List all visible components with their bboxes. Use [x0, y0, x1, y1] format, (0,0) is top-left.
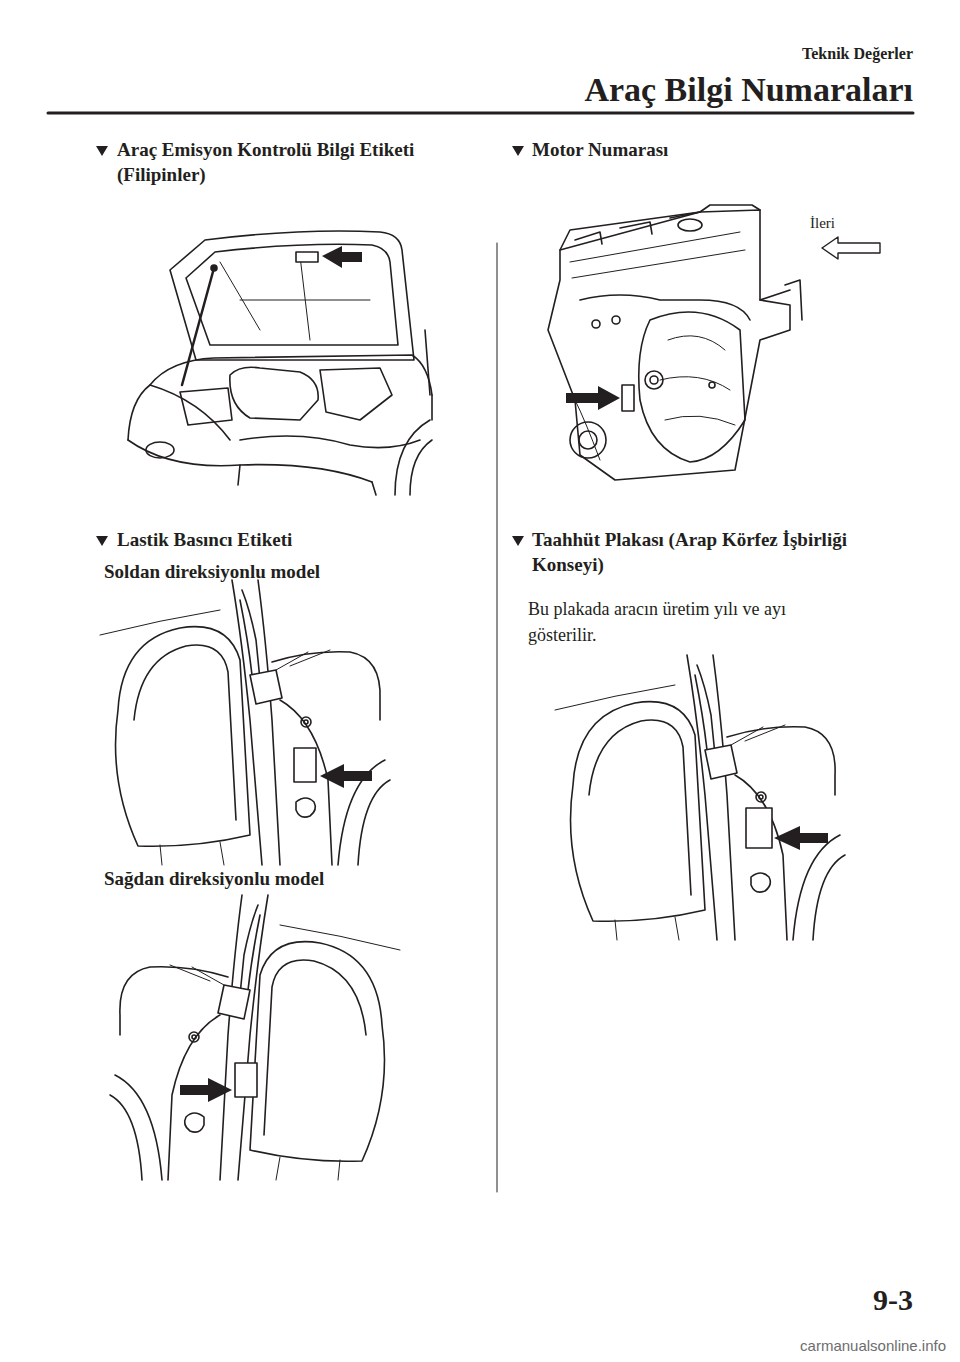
- section-header: Teknik Değerler: [802, 44, 913, 65]
- hood-illustration: [128, 231, 432, 495]
- engine-illustration: [548, 205, 802, 480]
- heading-bullets: [96, 146, 524, 546]
- watermark: carmanualsonline.info: [800, 1336, 946, 1356]
- item-heading: Araç Emisyon Kontrolü Bilgi Etiketi (Fil…: [117, 138, 487, 187]
- page-title: Araç Bilgi Numaraları: [584, 68, 913, 112]
- door-pillar-illustration: [100, 580, 390, 865]
- body-text: Bu plakada aracın üretim yılı ve ayı gös…: [528, 596, 858, 648]
- item-heading: Taahhüt Plakası (Arap Körfez İşbirliği K…: [532, 528, 877, 577]
- door-pillar-illustration: [555, 655, 845, 940]
- page-number: 9-3: [873, 1280, 913, 1319]
- door-pillar-illustration: [110, 895, 400, 1180]
- forward-arrow: [822, 237, 880, 259]
- sub-heading: Sağdan direksiyonlu model: [104, 867, 474, 892]
- item-heading: Lastik Basıncı Etiketi: [117, 528, 477, 553]
- sub-heading: Soldan direksiyonlu model: [104, 560, 474, 585]
- direction-label: İleri: [810, 214, 835, 234]
- item-heading: Motor Numarası: [532, 138, 892, 163]
